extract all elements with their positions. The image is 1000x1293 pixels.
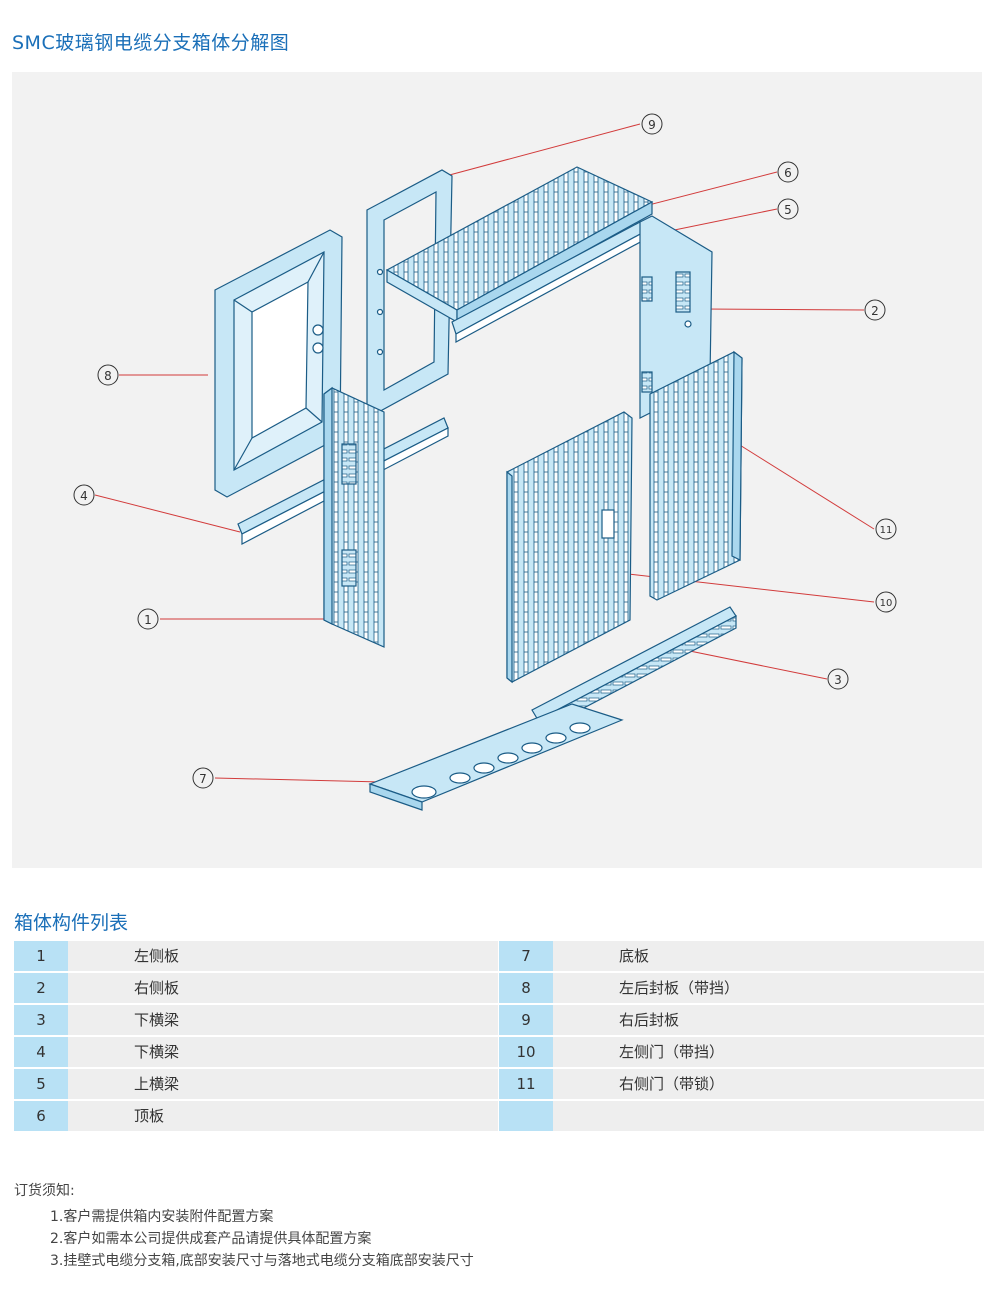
- part-name-text: 顶板: [134, 1107, 165, 1125]
- table-row: 3 下横梁 9 右后封板: [14, 1005, 984, 1037]
- order-notes-title: 订货须知:: [14, 1183, 75, 1199]
- svg-text:3: 3: [834, 673, 842, 687]
- svg-text:5: 5: [784, 203, 792, 217]
- svg-text:1: 1: [144, 613, 152, 627]
- part-number-cell: 11: [499, 1069, 553, 1099]
- part-name-cell: 上横梁: [68, 1069, 498, 1099]
- leader-lines: [94, 123, 875, 783]
- part-number-cell: 1: [14, 941, 68, 971]
- svg-text:8: 8: [104, 369, 112, 383]
- callout-6: 6: [777, 161, 799, 183]
- part-name-text: 右后封板: [619, 1011, 680, 1029]
- part-11-right-side-door: [649, 350, 743, 601]
- part-name-text: 左侧板: [134, 947, 180, 965]
- part-number-cell: 10: [499, 1037, 553, 1067]
- part-name-cell: 下横梁: [68, 1037, 498, 1067]
- part-name-cell: 右侧板: [68, 973, 498, 1003]
- part-7-bottom-plate: [368, 703, 624, 811]
- part-name-cell: 右后封板: [553, 1005, 984, 1035]
- svg-text:7: 7: [199, 772, 207, 786]
- part-name-text: 左后封板（带挡）: [619, 979, 740, 997]
- part-name-text: 上横梁: [134, 1075, 180, 1093]
- parts-list-title: 箱体构件列表: [14, 912, 129, 934]
- part-number-cell: 4: [14, 1037, 68, 1067]
- part-number-cell: 8: [499, 973, 553, 1003]
- part-3-lower-beam: [531, 606, 737, 733]
- svg-text:10: 10: [880, 598, 893, 609]
- callout-4: 4: [73, 484, 95, 506]
- callout-8: 8: [97, 364, 119, 386]
- part-name-text: 下横梁: [134, 1043, 180, 1061]
- part-number-cell: [499, 1101, 553, 1131]
- part-name-cell: 左侧门（带挡）: [553, 1037, 984, 1067]
- part-number-cell: 6: [14, 1101, 68, 1131]
- svg-text:9: 9: [648, 118, 656, 132]
- part-8-left-rear-panel: [214, 229, 343, 498]
- exploded-diagram-svg: 9 6 5 2 8 4 11: [73, 113, 897, 811]
- order-notes: 订货须知: 1.客户需提供箱内安装附件配置方案 2.客户如需本公司提供成套产品请…: [14, 1180, 474, 1272]
- part-name-text: 左侧门（带挡）: [619, 1043, 725, 1061]
- part-number-cell: 2: [14, 973, 68, 1003]
- order-note-item: 1.客户需提供箱内安装附件配置方案: [50, 1209, 274, 1225]
- part-name-cell: [553, 1101, 984, 1131]
- part-6-top-panel: [385, 166, 654, 324]
- callouts: 9 6 5 2 8 4 11: [73, 113, 897, 789]
- part-number-cell: 3: [14, 1005, 68, 1035]
- callout-3: 3: [827, 668, 849, 690]
- part-number-cell: 7: [499, 941, 553, 971]
- callout-9: 9: [641, 113, 663, 135]
- part-name-cell: 右侧门（带锁）: [553, 1069, 984, 1099]
- part-name-text: 右侧板: [134, 979, 180, 997]
- table-row: 6 顶板: [14, 1101, 984, 1133]
- part-10-left-side-door: [506, 411, 633, 684]
- svg-text:11: 11: [880, 525, 893, 536]
- part-name-text: 底板: [619, 947, 650, 965]
- part-number-cell: 9: [499, 1005, 553, 1035]
- order-note-item: 2.客户如需本公司提供成套产品请提供具体配置方案: [50, 1231, 372, 1247]
- table-row: 1 左侧板 7 底板: [14, 941, 984, 973]
- table-row: 2 右侧板 8 左后封板（带挡）: [14, 973, 984, 1005]
- page-title: SMC玻璃钢电缆分支箱体分解图: [12, 32, 290, 54]
- part-name-cell: 下横梁: [68, 1005, 498, 1035]
- order-note-item: 3.挂壁式电缆分支箱,底部安装尺寸与落地式电缆分支箱底部安装尺寸: [50, 1253, 474, 1269]
- callout-7: 7: [192, 767, 214, 789]
- part-name-cell: 左侧板: [68, 941, 498, 971]
- callout-2: 2: [864, 299, 886, 321]
- table-row: 5 上横梁 11 右侧门（带锁）: [14, 1069, 984, 1101]
- svg-text:2: 2: [871, 304, 879, 318]
- part-name-text: 右侧门（带锁）: [619, 1075, 725, 1093]
- callout-11: 11: [875, 518, 897, 540]
- parts-table: 1 左侧板 7 底板 2 右侧板 8 左后封板（带挡） 3 下横梁 9 右后封板…: [14, 941, 984, 1133]
- svg-text:6: 6: [784, 166, 792, 180]
- part-1-left-side-panel: [323, 386, 385, 648]
- part-name-cell: 顶板: [68, 1101, 498, 1131]
- svg-text:4: 4: [80, 489, 88, 503]
- callout-10: 10: [875, 591, 897, 613]
- callout-5: 5: [777, 198, 799, 220]
- part-number-cell: 5: [14, 1069, 68, 1099]
- part-name-text: 下横梁: [134, 1011, 180, 1029]
- part-name-cell: 左后封板（带挡）: [553, 973, 984, 1003]
- callout-1: 1: [137, 608, 159, 630]
- part-name-cell: 底板: [553, 941, 984, 971]
- exploded-diagram: 9 6 5 2 8 4 11: [12, 72, 982, 868]
- table-row: 4 下横梁 10 左侧门（带挡）: [14, 1037, 984, 1069]
